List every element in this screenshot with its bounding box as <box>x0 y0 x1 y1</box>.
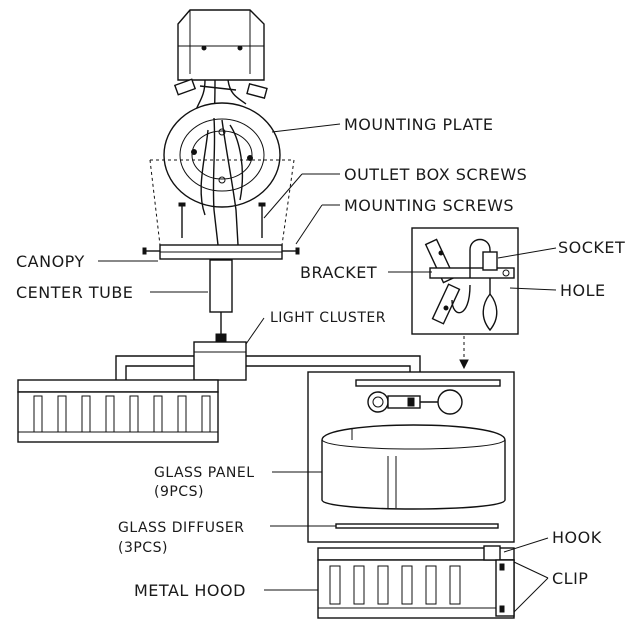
glass-diffuser <box>335 523 499 529</box>
label-mounting-screws: MOUNTING SCREWS <box>344 196 514 215</box>
label-metal-hood: METAL HOOD <box>134 581 246 600</box>
label-glass-panel: GLASS PANEL <box>154 465 255 481</box>
label-glass-panel-qty: (9PCS) <box>154 484 204 500</box>
label-light-cluster: LIGHT CLUSTER <box>270 310 386 326</box>
wire-nuts <box>173 78 268 100</box>
labels: MOUNTING PLATE OUTLET BOX SCREWS MOUNTIN… <box>16 115 625 600</box>
label-hole: HOLE <box>560 281 606 300</box>
label-bracket: BRACKET <box>300 263 377 282</box>
light-cluster <box>115 341 421 381</box>
center-tube <box>209 259 233 343</box>
mounting-plate <box>163 102 281 246</box>
label-clip: CLIP <box>552 569 588 588</box>
label-glass-diffuser-qty: (3PCS) <box>118 540 168 556</box>
canopy-outline <box>149 159 295 246</box>
outlet-box-screws <box>178 202 266 238</box>
glass-panel <box>321 424 506 510</box>
bracket-detail-box <box>411 227 519 335</box>
label-hook: HOOK <box>552 528 602 547</box>
label-center-tube: CENTER TUBE <box>16 283 133 302</box>
metal-hood <box>317 545 515 619</box>
leader-lines <box>98 123 557 613</box>
label-canopy: CANOPY <box>16 252 85 271</box>
canopy <box>142 244 300 260</box>
label-glass-diffuser: GLASS DIFFUSER <box>118 520 245 536</box>
label-outlet-box-screws: OUTLET BOX SCREWS <box>344 165 527 184</box>
outlet-box <box>177 9 265 119</box>
detail-arrow <box>459 336 469 370</box>
label-mounting-plate: MOUNTING PLATE <box>344 115 494 134</box>
label-socket: SOCKET <box>558 238 625 257</box>
left-shade <box>17 379 219 443</box>
